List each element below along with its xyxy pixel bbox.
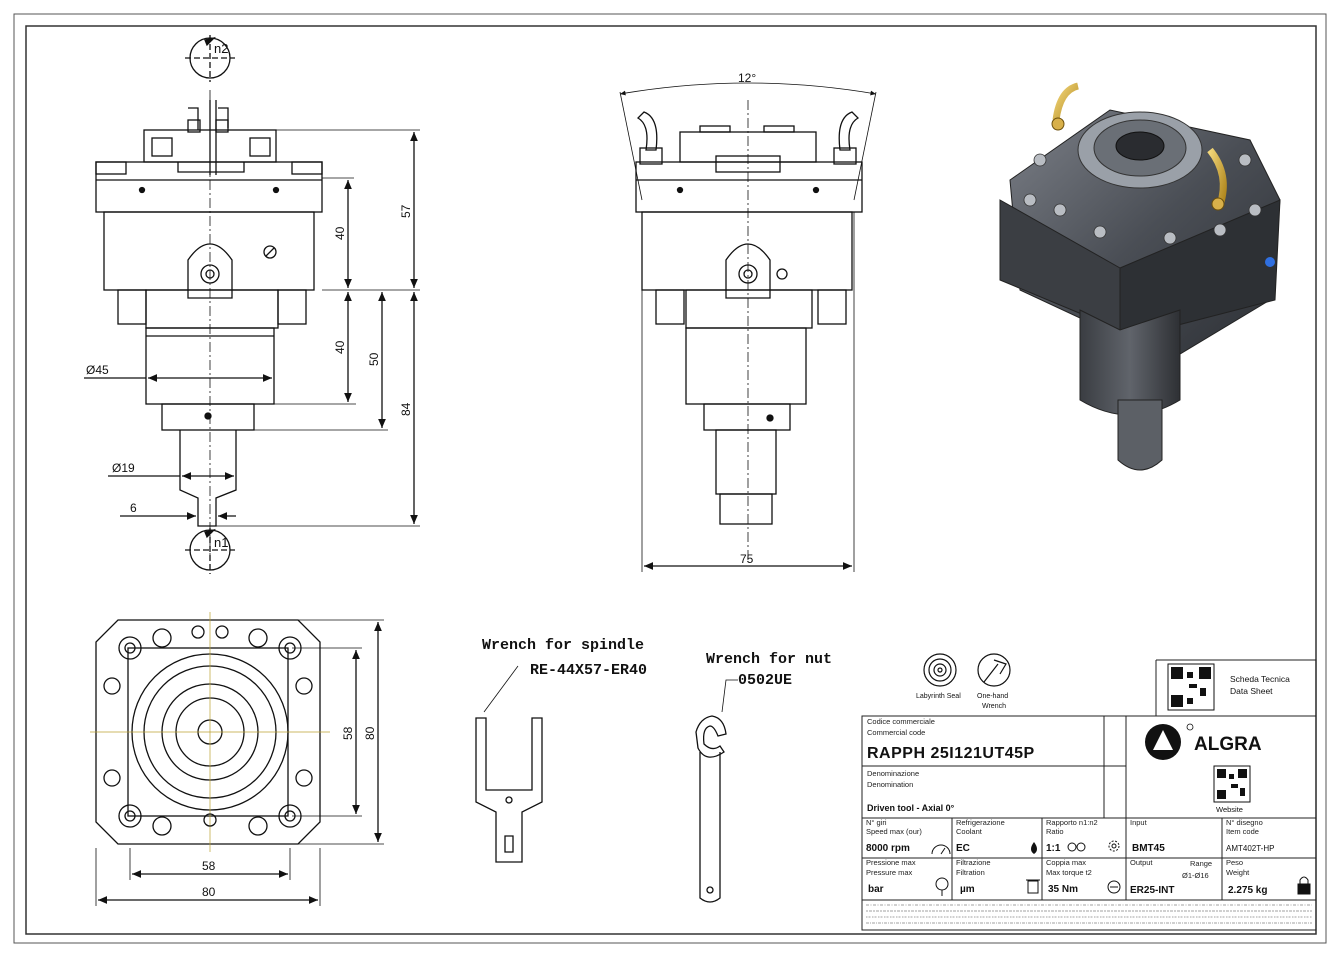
output-value: ER25-INT bbox=[1130, 885, 1174, 896]
filter-label-en: Filtration bbox=[956, 868, 985, 877]
dim-width-58: 58 bbox=[202, 859, 216, 873]
weight-label-it: Peso bbox=[1226, 858, 1243, 867]
commercial-code: RAPPH 25I121UT45P bbox=[867, 745, 1035, 762]
front-view bbox=[84, 35, 420, 574]
speed-value: 8000 rpm bbox=[866, 843, 910, 854]
rotation-label-n1: n1 bbox=[214, 535, 228, 550]
coolant-label-en: Coolant bbox=[956, 827, 983, 836]
filter-value: µm bbox=[960, 884, 975, 895]
spindle-wrench-code: RE-44X57-ER40 bbox=[530, 662, 647, 679]
dim-height-40-upper: 40 bbox=[333, 226, 347, 240]
code-label-it: Codice commerciale bbox=[867, 717, 935, 726]
torque-label-it: Coppia max bbox=[1046, 858, 1086, 867]
legal-fine-print-strip bbox=[866, 904, 1312, 924]
denomination-label-en: Denomination bbox=[867, 780, 913, 789]
dim-height-80: 80 bbox=[363, 726, 377, 740]
one-hand-label-line1: One-hand bbox=[977, 693, 1008, 700]
speed-label-en: Speed max (our) bbox=[866, 827, 922, 836]
ratio-label-en: Ratio bbox=[1046, 827, 1064, 836]
outer-border bbox=[13, 13, 1327, 944]
speed-label-it: N° giri bbox=[866, 818, 887, 827]
side-view bbox=[619, 82, 877, 572]
ratio-label-it: Rapporto n1:n2 bbox=[1046, 818, 1098, 827]
drawing-label-it: N° disegno bbox=[1226, 818, 1263, 827]
datasheet-label-line2: Data Sheet bbox=[1230, 686, 1273, 696]
drawing-label-en: Item code bbox=[1226, 827, 1259, 836]
one-hand-wrench-icon bbox=[977, 653, 1011, 687]
code-label-en: Commercial code bbox=[867, 728, 925, 737]
dim-diameter-19: Ø19 bbox=[112, 461, 135, 475]
algra-logo-text: ALGRA bbox=[1194, 734, 1262, 755]
spindle-wrench-title: Wrench for spindle bbox=[482, 637, 644, 654]
bottom-view bbox=[90, 612, 384, 906]
coolant-drop-icon bbox=[1031, 842, 1037, 854]
range-value: Ø1-Ø16 bbox=[1182, 871, 1209, 880]
filter-label-it: Filtrazione bbox=[956, 858, 991, 867]
weight-label-en: Weight bbox=[1226, 868, 1250, 877]
dim-height-40-lower: 40 bbox=[333, 340, 347, 354]
input-label: Input bbox=[1130, 818, 1148, 827]
ratio-value: 1:1 bbox=[1046, 843, 1061, 854]
speedometer-icon bbox=[931, 844, 951, 855]
nut-wrench bbox=[695, 679, 738, 903]
gear-icon bbox=[1108, 840, 1120, 852]
torque-icon bbox=[1107, 880, 1121, 894]
pressure-label-it: Pressione max bbox=[866, 858, 916, 867]
pressure-gauge-icon bbox=[935, 877, 949, 896]
rotation-symbol-bottom bbox=[185, 528, 235, 574]
one-hand-label-line2: Wrench bbox=[982, 703, 1006, 710]
torque-value: 35 Nm bbox=[1048, 884, 1078, 895]
datasheet-label-line1: Scheda Tecnica bbox=[1230, 674, 1290, 684]
coolant-label-it: Refrigerazione bbox=[956, 818, 1005, 827]
lock-icon bbox=[1297, 876, 1311, 895]
dim-width-6: 6 bbox=[130, 501, 137, 515]
title-block bbox=[861, 659, 1317, 931]
product-3d-render bbox=[999, 82, 1281, 471]
rotation-symbol-top bbox=[185, 35, 235, 82]
coolant-value: EC bbox=[956, 843, 970, 854]
dim-diameter-45: Ø45 bbox=[86, 363, 109, 377]
inner-border bbox=[25, 25, 1317, 935]
denomination-label-it: Denominazione bbox=[867, 769, 919, 778]
dim-height-57: 57 bbox=[399, 204, 413, 218]
dim-angle-12: 12° bbox=[738, 71, 756, 85]
filter-bin-icon bbox=[1026, 879, 1040, 894]
dim-height-84: 84 bbox=[399, 402, 413, 416]
qr-code-datasheet-icon bbox=[1167, 663, 1215, 711]
dim-width-80: 80 bbox=[202, 885, 216, 899]
rotation-label-n2: n2 bbox=[214, 41, 228, 56]
pressure-value: bar bbox=[868, 884, 884, 895]
spindle-wrench bbox=[475, 665, 543, 863]
labyrinth-seal-label: Labyrinth Seal bbox=[916, 693, 961, 700]
website-label: Website bbox=[1216, 805, 1243, 814]
nut-wrench-code: 0502UE bbox=[738, 672, 792, 689]
dim-height-58: 58 bbox=[341, 726, 355, 740]
nut-wrench-title: Wrench for nut bbox=[706, 651, 832, 668]
denomination-value: Driven tool - Axial 0° bbox=[867, 803, 955, 813]
pressure-label-en: Pressure max bbox=[866, 868, 913, 877]
output-label: Output bbox=[1130, 858, 1153, 867]
weight-value: 2.275 kg bbox=[1228, 885, 1267, 896]
algra-logo-icon bbox=[1145, 723, 1194, 760]
dim-width-75: 75 bbox=[740, 552, 754, 566]
drawing-value: AMT402T-HP bbox=[1226, 844, 1274, 853]
range-label: Range bbox=[1190, 859, 1212, 868]
qr-code-website-icon bbox=[1213, 765, 1251, 803]
input-value: BMT45 bbox=[1132, 843, 1165, 854]
dim-height-50: 50 bbox=[367, 352, 381, 366]
labyrinth-seal-icon bbox=[923, 653, 957, 687]
torque-label-en: Max torque t2 bbox=[1046, 868, 1092, 877]
ratio-loop-icon bbox=[1067, 842, 1086, 852]
